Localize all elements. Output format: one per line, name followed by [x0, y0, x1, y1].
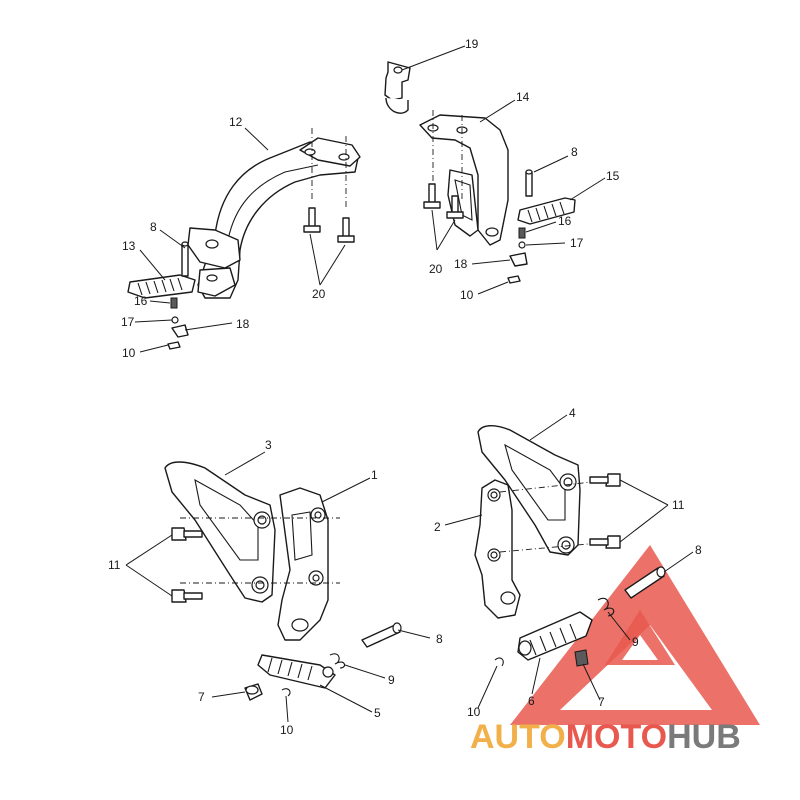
part-6-footpeg — [517, 611, 593, 661]
callout-15: 15 — [606, 169, 620, 183]
callout-13: 13 — [122, 239, 136, 253]
callout-8: 8 — [150, 220, 157, 234]
callout-8: 8 — [571, 145, 578, 159]
part-1-footrest-plate — [180, 487, 340, 641]
callout-11: 11 — [108, 558, 121, 572]
watermark-hub: HUB — [667, 718, 741, 756]
callout-8: 8 — [695, 543, 702, 557]
part-11-bolts-right — [589, 473, 621, 549]
callout-4: 4 — [569, 406, 576, 420]
callout-8: 8 — [436, 632, 443, 646]
callout-9: 9 — [632, 635, 639, 649]
watermark-wordmark: AUTOMOTOHUB — [470, 718, 741, 756]
callout-labels: 12 8 13 16 17 18 10 20 19 14 8 15 16 17 … — [108, 37, 702, 737]
watermark-auto: AUTO — [470, 718, 566, 756]
callout-20: 20 — [429, 262, 443, 276]
callout-16: 16 — [134, 294, 148, 308]
callout-14: 14 — [516, 90, 530, 104]
part-20-bolts-left — [303, 207, 355, 243]
watermark-triangle-inner — [605, 610, 675, 665]
part-7-rubber-left — [244, 683, 263, 701]
callout-12: 12 — [229, 115, 243, 129]
callout-10: 10 — [460, 288, 474, 302]
callout-10: 10 — [122, 346, 136, 360]
callout-16: 16 — [558, 214, 572, 228]
part-10-clip-right — [494, 657, 504, 667]
leader-lines — [125, 45, 694, 723]
callout-7: 7 — [598, 695, 605, 709]
callout-9: 9 — [388, 673, 395, 687]
callout-20: 20 — [312, 287, 326, 301]
part-14-rear-hanger — [419, 110, 509, 246]
part-9-spring-left — [329, 653, 346, 669]
part-8-pin-left — [361, 622, 402, 648]
part-9-spring-right — [597, 597, 615, 617]
part-11-bolts-left — [171, 527, 203, 603]
watermark-moto: MOTO — [566, 718, 667, 756]
part-13-footpeg — [127, 241, 196, 299]
part-20-bolts-right — [423, 183, 464, 219]
callout-1: 1 — [371, 468, 378, 482]
part-16-17-18-10-left — [167, 297, 189, 350]
part-19-bracket — [384, 61, 411, 114]
callout-18: 18 — [236, 317, 250, 331]
callout-17: 17 — [570, 236, 584, 250]
callout-10: 10 — [467, 705, 481, 719]
callout-17: 17 — [121, 315, 135, 329]
callout-6: 6 — [528, 694, 535, 708]
part-2-footrest-plate — [474, 479, 611, 619]
part-16-17-18-10-right — [507, 227, 528, 284]
part-10-clip-left — [281, 688, 291, 697]
callout-5: 5 — [374, 706, 381, 720]
part-12-rear-hanger — [187, 128, 361, 299]
watermark-logo — [510, 545, 760, 725]
callout-11: 11 — [672, 498, 685, 512]
part-7-rubber-right — [574, 649, 589, 667]
callout-2: 2 — [434, 520, 441, 534]
part-15-footpeg — [517, 169, 576, 225]
callout-7: 7 — [198, 690, 205, 704]
part-8-pin-right — [624, 566, 666, 599]
callout-19: 19 — [465, 37, 479, 51]
callout-10: 10 — [280, 723, 294, 737]
part-4-heel-guard — [477, 425, 581, 556]
callout-3: 3 — [265, 438, 272, 452]
svg-text:AUTOMOTOHUB: AUTOMOTOHUB — [470, 718, 741, 756]
callout-18: 18 — [454, 257, 468, 271]
part-5-footpeg — [257, 654, 336, 689]
